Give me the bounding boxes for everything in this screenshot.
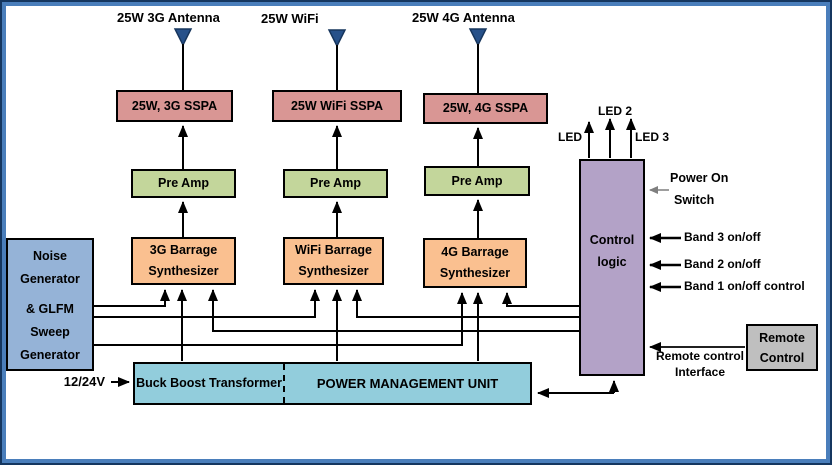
synthesizer-wifi-label: WiFi Barrage bbox=[295, 243, 372, 257]
synthesizer-4g-label: 4G Barrage bbox=[441, 245, 509, 259]
led2-label: LED 2 bbox=[598, 104, 633, 118]
sspa-4g-label: 25W, 4G SSPA bbox=[442, 101, 529, 115]
noise-generator-label: Generator bbox=[20, 348, 80, 362]
synthesizer-3g-label: 3G Barrage bbox=[149, 243, 218, 257]
wire-noise-to-syn-3g bbox=[94, 289, 170, 307]
sspa-4g-block: 25W, 4G SSPA bbox=[423, 93, 548, 124]
buck-boost-transformer-section: Buck Boost Transformer bbox=[135, 364, 285, 403]
buck-boost-transformer-label: Buck Boost Transformer bbox=[136, 376, 282, 390]
antenna-3g-label: 25W 3G Antenna bbox=[117, 10, 220, 25]
remote-control-label: Control bbox=[759, 350, 805, 365]
remote-control-block: Remote Control bbox=[746, 324, 818, 371]
noise-generator-label: Noise bbox=[32, 249, 68, 263]
power-management-unit-label: POWER MANAGEMENT UNIT bbox=[316, 375, 499, 391]
control-logic-label: Control bbox=[589, 233, 635, 247]
synthesizer-3g-block: 3G Barrage Synthesizer bbox=[131, 237, 236, 285]
antenna-wifi-icon bbox=[327, 29, 347, 48]
synthesizer-4g-block: 4G Barrage Synthesizer bbox=[423, 238, 527, 288]
noise-generator-label: & GLFM bbox=[26, 302, 74, 316]
antenna-wifi-label: 25W WiFi bbox=[261, 11, 319, 26]
power-management-unit-section: POWER MANAGEMENT UNIT bbox=[285, 364, 530, 403]
wire-ctrl-to-syn-3g bbox=[208, 289, 579, 332]
preamp-4g-block: Pre Amp bbox=[424, 166, 530, 196]
antenna-4g-icon bbox=[468, 28, 488, 47]
remote-control-label: Remote bbox=[759, 330, 805, 345]
antenna-3g-icon bbox=[173, 28, 193, 47]
preamp-wifi-block: Pre Amp bbox=[283, 169, 388, 198]
synthesizer-3g-label: Synthesizer bbox=[148, 264, 219, 278]
preamp-3g-label: Pre Amp bbox=[158, 176, 209, 190]
noise-generator-label: Sweep bbox=[30, 325, 70, 339]
wire-noise-to-syn-4g bbox=[94, 292, 467, 346]
sspa-wifi-label: 25W WiFi SSPA bbox=[290, 98, 384, 113]
switch-label: Switch bbox=[674, 193, 715, 207]
control-logic-label: logic bbox=[597, 255, 627, 269]
synthesizer-wifi-block: WiFi Barrage Synthesizer bbox=[283, 237, 384, 285]
power-management-unit-block: Buck Boost Transformer POWER MANAGEMENT … bbox=[133, 362, 532, 405]
wire-noise-to-syn-wifi bbox=[94, 289, 320, 318]
preamp-wifi-label: Pre Amp bbox=[310, 176, 361, 190]
wire-ctrl-to-syn-wifi bbox=[352, 289, 579, 318]
supply-voltage-label: 12/24V bbox=[63, 374, 105, 389]
remote-interface-label2: Interface bbox=[675, 365, 726, 379]
band2-label: Band 2 on/off bbox=[684, 257, 761, 271]
preamp-4g-label: Pre Amp bbox=[451, 173, 503, 188]
noise-generator-label: Generator bbox=[20, 272, 80, 286]
led1-label: LED bbox=[558, 130, 582, 144]
signal-wires bbox=[94, 44, 745, 398]
band1-label: Band 1 on/off control bbox=[684, 279, 805, 293]
sspa-wifi-block: 25W WiFi SSPA bbox=[272, 90, 402, 122]
control-logic-block: Control logic bbox=[579, 159, 645, 376]
remote-interface-label: Remote control bbox=[656, 349, 745, 363]
wire-ctrl-to-syn-4g bbox=[502, 292, 579, 307]
synthesizer-4g-label: Synthesizer bbox=[439, 266, 511, 280]
band3-label: Band 3 on/off bbox=[684, 230, 761, 244]
sspa-3g-block: 25W, 3G SSPA bbox=[116, 90, 233, 122]
led3-label: LED 3 bbox=[635, 130, 670, 144]
power-on-label: Power On bbox=[670, 171, 729, 185]
noise-generator-block: Noise Generator & GLFM Sweep Generator bbox=[6, 238, 94, 371]
preamp-3g-block: Pre Amp bbox=[131, 169, 236, 198]
synthesizer-wifi-label: Synthesizer bbox=[298, 264, 369, 278]
antenna-4g-label: 25W 4G Antenna bbox=[412, 10, 515, 25]
sspa-3g-label: 25W, 3G SSPA bbox=[131, 98, 218, 113]
